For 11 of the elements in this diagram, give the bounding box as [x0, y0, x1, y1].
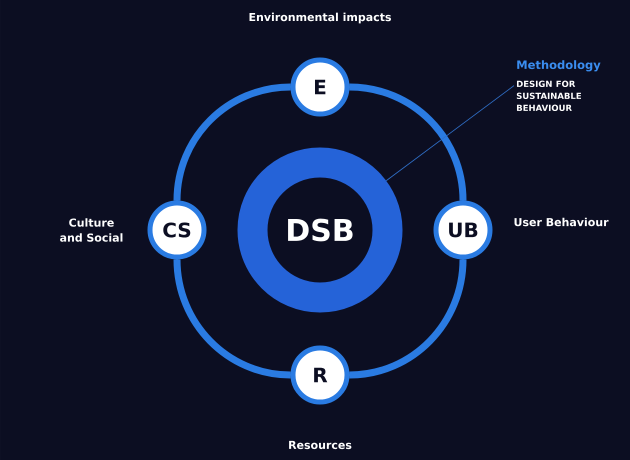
node-label: Culture and Social: [60, 218, 122, 242]
leader-line: [386, 85, 514, 182]
node-label: Environmental impacts: [250, 12, 391, 24]
methodology-label: Methodology DESIGN FOR SUSTAINABLE BEHAVIOUR: [516, 60, 601, 112]
orbit-ring: [174, 259, 291, 378]
orbit-ring: [349, 84, 466, 201]
orbit-ring: [174, 84, 291, 201]
orbit-ring: [349, 259, 466, 378]
node-label: Resources: [289, 440, 352, 450]
node-label: User Behaviour: [514, 218, 609, 226]
center-ring: DSB: [238, 148, 402, 312]
